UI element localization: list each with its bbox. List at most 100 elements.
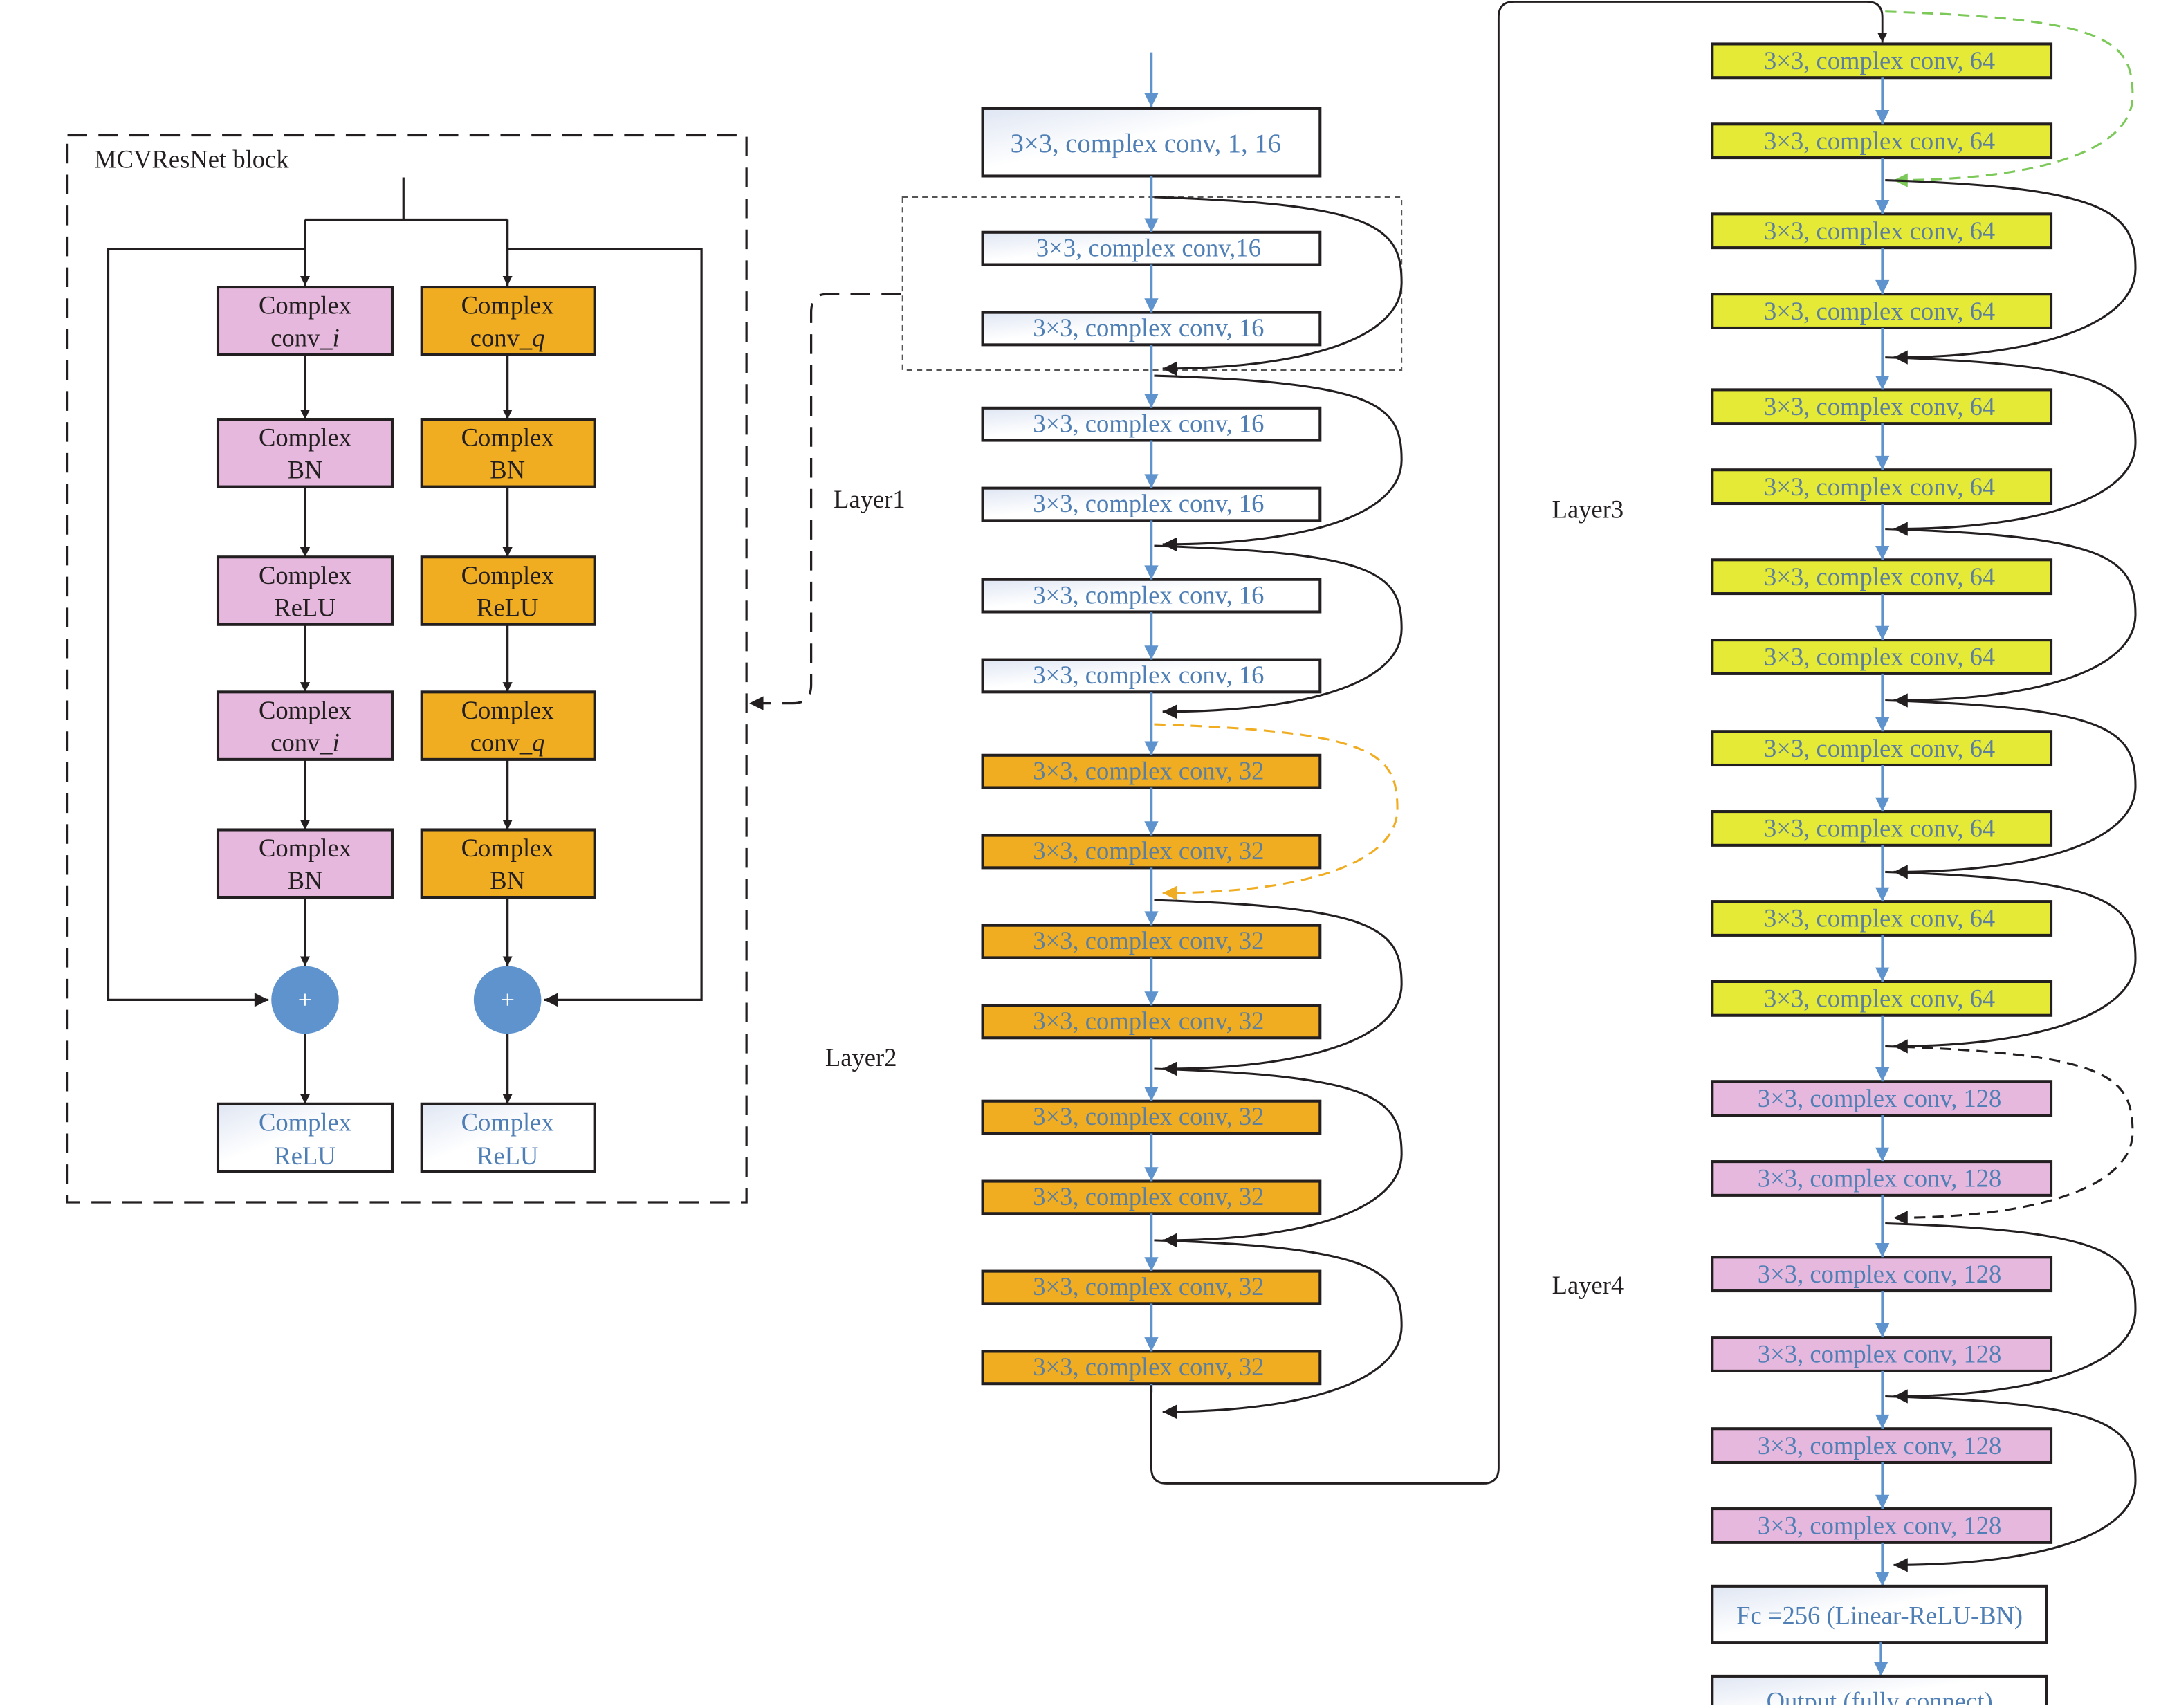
layer1-conv-1: 3×3, complex conv, 16 xyxy=(981,311,1322,347)
svg-text:ReLU: ReLU xyxy=(477,594,538,622)
svg-text:3×3, complex conv, 64: 3×3, complex conv, 64 xyxy=(1764,904,1995,933)
layer3-conv-1: 3×3, complex conv, 64 xyxy=(1711,122,2053,160)
svg-text:conv_q: conv_q xyxy=(470,323,545,351)
layer3-conv-4: 3×3, complex conv, 64 xyxy=(1711,388,2053,425)
layer1-conv-5: 3×3, complex conv, 16 xyxy=(981,658,1322,694)
skip-arc xyxy=(1885,356,2137,536)
svg-text:ReLU: ReLU xyxy=(274,1141,335,1170)
skip-arc xyxy=(1885,179,2137,365)
svg-text:3×3, complex conv, 32: 3×3, complex conv, 32 xyxy=(1033,1007,1264,1035)
svg-text:Complex: Complex xyxy=(259,291,351,320)
svg-text:conv_i: conv_i xyxy=(270,728,340,757)
skip-arc xyxy=(1885,870,2137,1054)
layer1-to-block-connector xyxy=(749,293,901,710)
svg-text:3×3, complex conv,16: 3×3, complex conv,16 xyxy=(1036,233,1261,261)
skip-arc xyxy=(1154,196,1403,376)
output-layer: Output (fully connect) xyxy=(1711,1674,2048,1708)
svg-text:Output (fully connect): Output (fully connect) xyxy=(1767,1687,1993,1705)
svg-text:Complex: Complex xyxy=(259,1108,351,1136)
skip-arc xyxy=(1885,699,2137,879)
svg-text:Fc =256 (Linear-ReLU-BN): Fc =256 (Linear-ReLU-BN) xyxy=(1736,1601,2023,1630)
downsample-skip-arc xyxy=(1885,1045,2134,1225)
svg-text:3×3, complex conv, 16: 3×3, complex conv, 16 xyxy=(1033,489,1264,517)
adder-node xyxy=(271,966,339,1034)
layer4-conv-4: 3×3, complex conv, 128 xyxy=(1711,1427,2053,1464)
layer4-conv-5: 3×3, complex conv, 128 xyxy=(1711,1507,2053,1544)
layer2-conv-7: 3×3, complex conv, 32 xyxy=(981,1350,1322,1386)
skip-arc xyxy=(1154,899,1403,1076)
svg-text:3×3, complex conv, 128: 3×3, complex conv, 128 xyxy=(1758,1512,2001,1540)
skip-arc xyxy=(1885,1395,2137,1572)
q-skip-connection xyxy=(507,248,703,1007)
downsample-skip-arc xyxy=(1885,10,2134,187)
svg-text:Complex: Complex xyxy=(259,561,351,589)
skip-arc xyxy=(1154,374,1403,552)
svg-text:3×3, complex conv, 64: 3×3, complex conv, 64 xyxy=(1764,814,1995,843)
layer2-conv-1: 3×3, complex conv, 32 xyxy=(981,834,1322,870)
layer1-conv-4: 3×3, complex conv, 16 xyxy=(981,578,1322,614)
stem-conv: 3×3, complex conv, 1, 16 xyxy=(981,107,1322,178)
layer3-conv-9: 3×3, complex conv, 64 xyxy=(1711,810,2053,847)
q_branch-box-3: Complex conv_q xyxy=(420,690,596,761)
svg-text:3×3, complex conv, 1, 16: 3×3, complex conv, 1, 16 xyxy=(1011,129,1281,158)
svg-text:3×3, complex conv, 64: 3×3, complex conv, 64 xyxy=(1764,562,1995,591)
i-skip-connection xyxy=(107,248,305,1007)
layer3-conv-6: 3×3, complex conv, 64 xyxy=(1711,558,2053,596)
i_branch-box-3: Complex conv_i xyxy=(216,690,394,761)
i-output-relu: Complex ReLU xyxy=(216,1102,394,1173)
q-output-relu: Complex ReLU xyxy=(420,1102,596,1173)
q-branch: Complexconv_qComplexBNComplexReLUComplex… xyxy=(420,285,596,899)
svg-text:conv_i: conv_i xyxy=(270,323,340,351)
svg-text:3×3, complex conv, 32: 3×3, complex conv, 32 xyxy=(1033,1352,1264,1381)
skip-arc xyxy=(1885,1222,2137,1404)
svg-text:3×3, complex conv, 32: 3×3, complex conv, 32 xyxy=(1033,1182,1264,1211)
skip-arc xyxy=(1885,528,2137,708)
layer3-conv-2: 3×3, complex conv, 64 xyxy=(1711,212,2053,250)
svg-text:3×3, complex conv, 128: 3×3, complex conv, 128 xyxy=(1758,1431,2001,1460)
svg-text:3×3, complex conv, 128: 3×3, complex conv, 128 xyxy=(1758,1260,2001,1288)
svg-text:3×3, complex conv, 16: 3×3, complex conv, 16 xyxy=(1033,313,1264,342)
right-column: 3×3, complex conv, 64 3×3, complex conv, … xyxy=(1711,10,2137,1586)
svg-text:conv_q: conv_q xyxy=(470,728,545,757)
svg-text:Complex: Complex xyxy=(259,696,351,724)
svg-text:Complex: Complex xyxy=(259,834,351,862)
layer4-conv-0: 3×3, complex conv, 128 xyxy=(1711,1080,2053,1117)
svg-text:Complex: Complex xyxy=(461,423,554,452)
svg-text:3×3, complex conv, 64: 3×3, complex conv, 64 xyxy=(1764,643,1995,671)
svg-text:3×3, complex conv, 64: 3×3, complex conv, 64 xyxy=(1764,46,1995,75)
svg-text:3×3, complex conv, 32: 3×3, complex conv, 32 xyxy=(1033,926,1264,955)
svg-text:ReLU: ReLU xyxy=(274,594,335,622)
svg-text:3×3, complex conv, 64: 3×3, complex conv, 64 xyxy=(1764,217,1995,245)
layer2-conv-4: 3×3, complex conv, 32 xyxy=(981,1099,1322,1135)
svg-text:3×3, complex conv, 64: 3×3, complex conv, 64 xyxy=(1764,734,1995,762)
layer4-conv-2: 3×3, complex conv, 128 xyxy=(1711,1256,2053,1293)
layer4-conv-1: 3×3, complex conv, 128 xyxy=(1711,1160,2053,1197)
plus-icon: + xyxy=(500,986,515,1014)
svg-text:3×3, complex conv, 32: 3×3, complex conv, 32 xyxy=(1033,1102,1264,1130)
svg-text:Complex: Complex xyxy=(461,696,554,724)
layer2-to-layer3-connector xyxy=(1150,1,1888,1485)
layer3-label: Layer3 xyxy=(1552,495,1624,523)
downsample-skip-arc xyxy=(1154,723,1399,901)
svg-text:Complex: Complex xyxy=(461,1108,554,1136)
svg-text:3×3, complex conv, 32: 3×3, complex conv, 32 xyxy=(1033,1272,1264,1301)
fc-layer: Fc =256 (Linear-ReLU-BN) xyxy=(1711,1584,2048,1644)
svg-text:BN: BN xyxy=(490,866,525,894)
svg-text:ReLU: ReLU xyxy=(477,1141,538,1170)
block-title: MCVResNet block xyxy=(94,145,289,173)
svg-text:3×3, complex conv, 64: 3×3, complex conv, 64 xyxy=(1764,984,1995,1013)
svg-text:3×3, complex conv, 128: 3×3, complex conv, 128 xyxy=(1758,1164,2001,1193)
svg-text:Complex: Complex xyxy=(259,423,351,452)
plus-icon: + xyxy=(298,986,313,1014)
skip-arc xyxy=(1154,544,1403,719)
layer1-label: Layer1 xyxy=(834,485,905,513)
layer3-conv-10: 3×3, complex conv, 64 xyxy=(1711,900,2053,937)
layer3-conv-3: 3×3, complex conv, 64 xyxy=(1711,293,2053,329)
